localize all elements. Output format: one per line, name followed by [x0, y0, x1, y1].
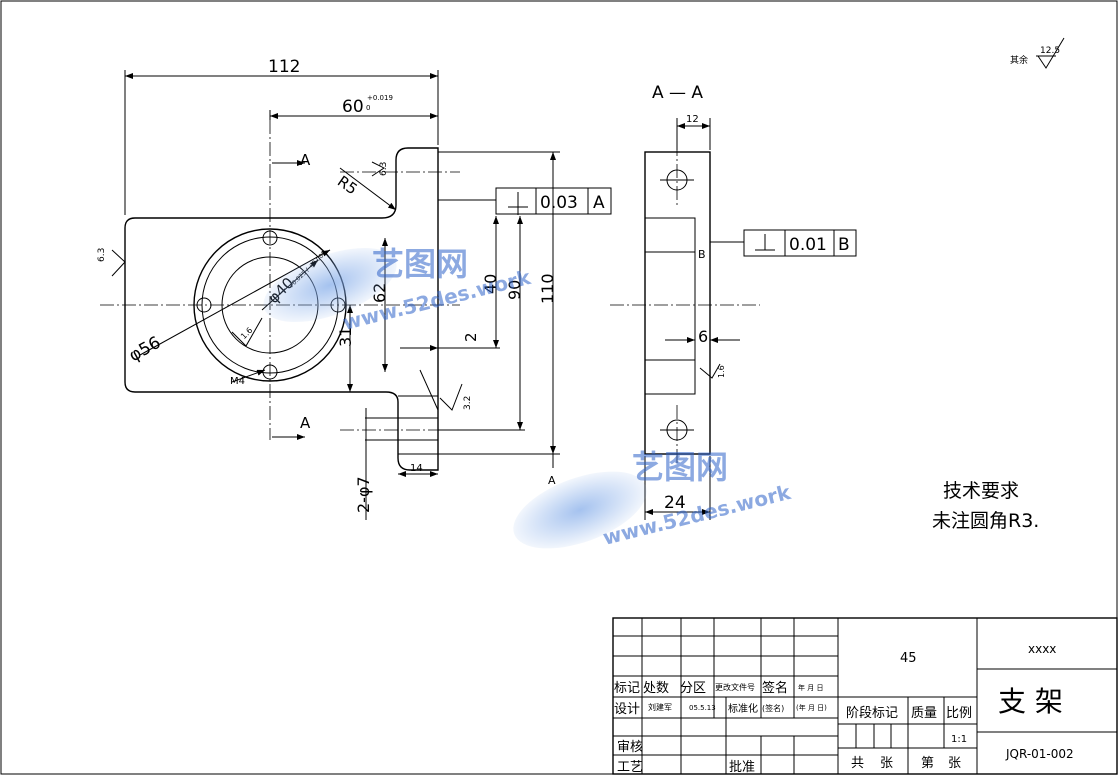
dim-112: 112 — [268, 57, 300, 77]
tb-h-sign: 签名 — [762, 680, 788, 696]
roughness-left-icon — [111, 249, 126, 277]
dim-90: 90 — [505, 280, 524, 300]
rough-16-section: 1.6 — [717, 365, 726, 378]
wm1-brand: 艺图网 — [372, 245, 468, 283]
roughness-section-icon — [699, 363, 721, 379]
surface-note-label: 其余 — [1010, 54, 1028, 66]
tb-sheet-no-label: 第 — [921, 756, 934, 771]
notes-heading: 技术要求 — [943, 480, 1019, 502]
tb-h-docno: 更改文件号 — [715, 682, 755, 692]
holes-2-phi7: 2-φ7 — [354, 476, 373, 513]
dim-60-tol-lower: 0 — [366, 104, 370, 112]
tb-h-date: 年 月 日 — [798, 683, 823, 692]
section-view: A — A 12 0.01 B 6 1.6 — [610, 83, 857, 520]
roughness-bore-icon — [231, 317, 263, 347]
notes-line1: 未注圆角R3. — [932, 510, 1039, 532]
dim-phi56: φ56 — [126, 333, 164, 366]
thread-m4: M4 — [230, 376, 245, 387]
datum-b: B — [698, 248, 706, 261]
dim-24: 24 — [664, 493, 686, 513]
dim-40: 40 — [481, 274, 500, 294]
tb-designer-name: 刘建军 — [648, 702, 672, 712]
rough-32: 3.2 — [463, 396, 473, 410]
tb-design-date: 05.5.13 — [689, 704, 716, 712]
rough-63-a: 6.3 — [379, 162, 389, 176]
watermark-1: 艺图网 www.52des.work — [263, 245, 534, 335]
tb-total-label: 共 — [851, 756, 864, 771]
perp-value: 0.01 — [789, 235, 827, 255]
perp-datum: B — [838, 235, 850, 255]
flatness-value: 0.03 — [540, 193, 578, 213]
tb-material: 45 — [900, 651, 917, 666]
wm2-brand: 艺图网 — [632, 448, 728, 486]
tb-designer-label: 设计 — [614, 702, 640, 717]
hatch-upper — [644, 217, 696, 253]
dim-12: 12 — [686, 114, 699, 125]
dim-60: 60 — [342, 97, 364, 117]
tb-sign-ph: (签名) — [762, 703, 784, 713]
title-block: 45 xxxx 支 架 JQR-01-002 1:1 标记 处数 分区 更改文件… — [612, 617, 1118, 775]
roughness-symbol-icon — [1037, 37, 1065, 69]
tb-project: xxxx — [1028, 642, 1056, 656]
flatness-datum: A — [593, 193, 605, 213]
tb-sheet-label: 张 — [880, 756, 893, 771]
surface-note: 其余 12.5 — [1010, 37, 1065, 69]
dim-60-tol-upper: +0.019 — [367, 94, 393, 102]
tb-h-mark: 标记 — [614, 681, 640, 696]
tb-scale: 1:1 — [951, 734, 967, 745]
rough-16-front: 1.6 — [239, 326, 254, 341]
dim-31: 31 — [336, 327, 355, 347]
dim-14: 14 — [410, 463, 423, 474]
tb-sheet-label2: 张 — [948, 756, 961, 771]
perp-frame — [743, 229, 857, 257]
hatch-tab — [397, 417, 439, 455]
tb-mass-label: 质量 — [911, 706, 937, 721]
tb-h-zone: 分区 — [680, 681, 706, 696]
part-outline — [124, 147, 439, 471]
dim-6: 6 — [698, 327, 708, 346]
hatch-lower — [644, 359, 696, 395]
tb-process-label: 工艺 — [617, 760, 643, 775]
tb-approve-label: 批准 — [729, 760, 755, 775]
rough-63-b: 6.3 — [97, 248, 107, 262]
section-outline — [644, 151, 711, 455]
tb-scale-label: 比例 — [946, 706, 972, 721]
dim-110: 110 — [538, 273, 557, 304]
datum-a: A — [548, 474, 556, 487]
tb-code: JQR-01-002 — [1005, 747, 1074, 761]
dim-r5: R5 — [334, 172, 361, 198]
tb-stage-label: 阶段标记 — [846, 706, 898, 721]
dim-2: 2 — [462, 332, 480, 342]
surface-note-value: 12.5 — [1040, 46, 1060, 56]
watermark-2: 艺图网 www.52des.work — [513, 448, 794, 550]
tb-std-label: 标准化 — [728, 702, 758, 715]
section-title: A — A — [652, 83, 703, 103]
tb-date-ph: (年 月 日) — [796, 703, 827, 712]
tb-part-name: 支 架 — [998, 685, 1063, 718]
tb-review-label: 审核 — [617, 740, 643, 755]
tb-h-count: 处数 — [643, 681, 669, 696]
section-mark-bottom: A — [300, 414, 311, 432]
section-mark-top: A — [300, 151, 311, 169]
roughness-tab-icon — [439, 383, 463, 411]
